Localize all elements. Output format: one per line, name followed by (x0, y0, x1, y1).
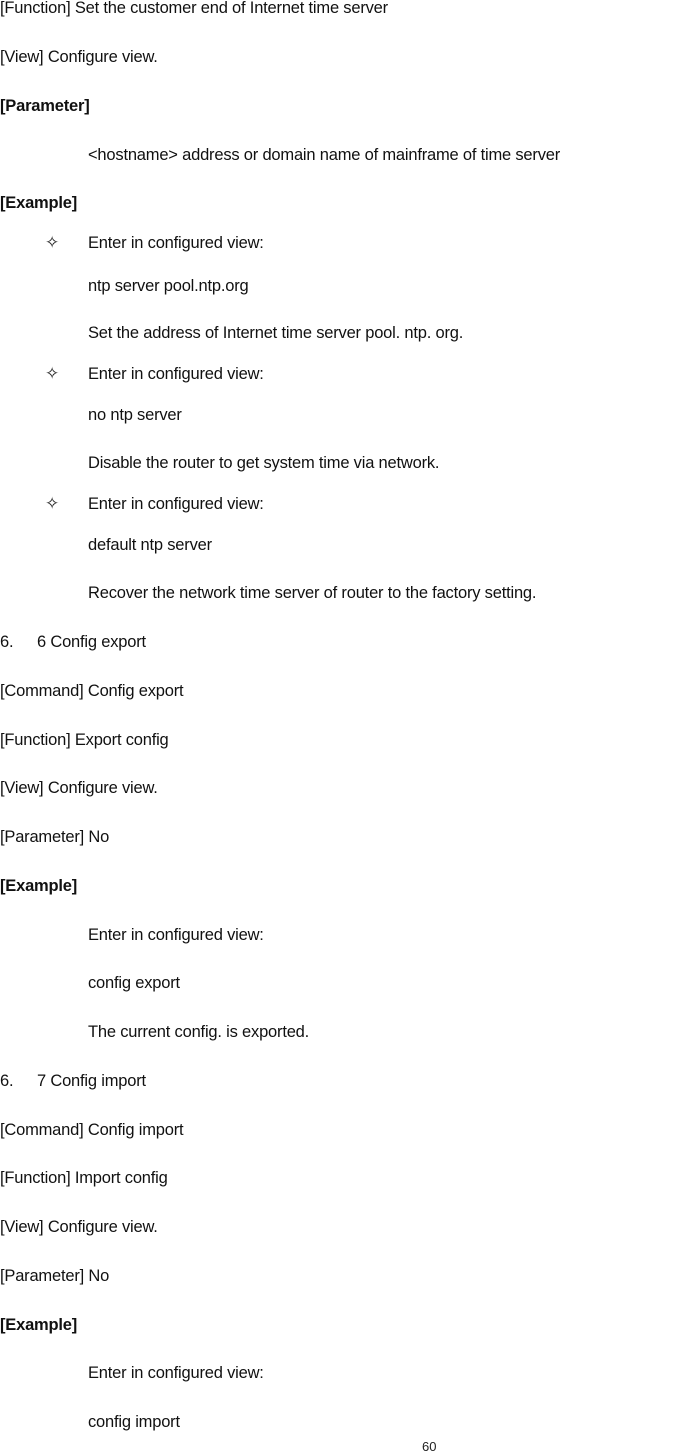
bullet-star-icon: ✧ (45, 494, 60, 513)
view-line: [View] Configure view. (0, 48, 158, 66)
function-line: [Function] Set the customer end of Inter… (0, 0, 388, 17)
function-line: [Function] Import config (0, 1169, 168, 1187)
parameter-description: <hostname> address or domain name of mai… (88, 146, 561, 164)
example-command: no ntp server (88, 406, 182, 424)
example-heading: [Example] (0, 194, 78, 212)
bullet-star-icon: ✧ (45, 233, 60, 252)
example-command: config import (88, 1413, 180, 1431)
example-lead: Enter in configured view: (88, 495, 264, 513)
view-line: [View] Configure view. (0, 1218, 158, 1236)
section-heading-config-import: 7 Config import (37, 1072, 146, 1090)
parameter-line: [Parameter] No (0, 828, 110, 846)
view-line: [View] Configure view. (0, 779, 158, 797)
example-heading: [Example] (0, 877, 78, 895)
bullet-star-icon: ✧ (45, 364, 60, 383)
example-description: Set the address of Internet time server … (88, 324, 464, 342)
example-lead: Enter in configured view: (88, 926, 264, 944)
command-line: [Command] Config import (0, 1121, 184, 1139)
section-heading-config-export: 6 Config export (37, 633, 146, 651)
section-number: 6. (0, 1072, 14, 1090)
example-lead: Enter in configured view: (88, 365, 264, 383)
example-lead: Enter in configured view: (88, 1364, 264, 1382)
section-number: 6. (0, 633, 14, 651)
command-line: [Command] Config export (0, 682, 184, 700)
parameter-line: [Parameter] No (0, 1267, 110, 1285)
example-lead: Enter in configured view: (88, 234, 264, 252)
example-description: Recover the network time server of route… (88, 584, 537, 602)
example-command: default ntp server (88, 536, 212, 554)
example-heading: [Example] (0, 1316, 78, 1334)
example-command: config export (88, 974, 180, 992)
function-line: [Function] Export config (0, 731, 169, 749)
example-description: Disable the router to get system time vi… (88, 454, 440, 472)
example-command: ntp server pool.ntp.org (88, 277, 249, 295)
parameter-heading: [Parameter] (0, 97, 90, 115)
page-number: 60 (422, 1439, 437, 1454)
example-description: The current config. is exported. (88, 1023, 310, 1041)
